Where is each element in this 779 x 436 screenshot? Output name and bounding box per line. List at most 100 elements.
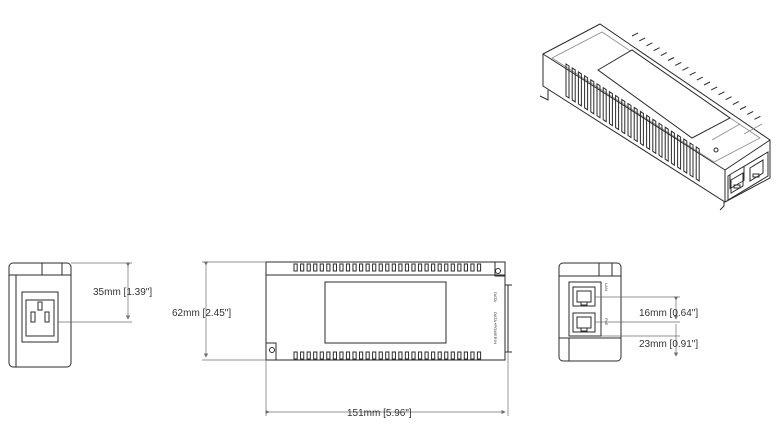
rj45-port-top (572, 286, 596, 307)
top-fins-top (293, 263, 482, 272)
vent-slot (450, 351, 455, 360)
iso-vent-fin (677, 134, 682, 171)
iso-top-vent (703, 81, 711, 86)
iso-vent-fin (695, 146, 700, 182)
rj45-port-bottom (572, 312, 596, 333)
vent-slot (470, 263, 475, 272)
iso-vent-fin (577, 70, 582, 107)
iso-top-vent (660, 52, 668, 57)
vent-slot (450, 263, 455, 272)
vent-slot (385, 351, 390, 360)
iso-fins-left (565, 63, 700, 182)
vent-slot (404, 351, 410, 360)
iso-vent-fin (627, 102, 632, 139)
label-data-power: DATA+POWER (493, 312, 498, 340)
vent-slot (345, 351, 351, 360)
vent-slot (431, 351, 436, 360)
vent-slot (352, 351, 357, 360)
vent-slot (378, 263, 383, 272)
vent-slot (424, 263, 429, 272)
iso-vent-fin (615, 94, 620, 131)
vent-slot (417, 263, 423, 272)
vent-slot (293, 351, 298, 360)
iso-vent-fin (633, 106, 638, 143)
vent-slot (359, 351, 364, 360)
iso-top-vent (631, 32, 639, 37)
iso-fins-top (631, 32, 761, 120)
vent-slot (365, 263, 370, 272)
iso-port-panel (727, 151, 769, 201)
iso-vent-fin (584, 74, 589, 111)
vent-slot (293, 263, 298, 272)
iso-top-vent (696, 76, 704, 81)
iso-top-vent (674, 61, 682, 66)
vent-slot (457, 263, 462, 272)
iso-vent-fin (596, 82, 601, 119)
iso-vent-fin (646, 114, 651, 151)
iso-vent-fin (590, 78, 595, 115)
iso-vent-fin (621, 98, 626, 135)
iso-vent-fin (602, 86, 607, 123)
vent-slot (345, 263, 351, 272)
vent-slot (319, 351, 324, 360)
iso-top-vent (732, 101, 740, 106)
iso-top-vent (638, 37, 646, 42)
iso-top-vent (710, 86, 718, 91)
iso-vent-fin (652, 118, 657, 155)
vent-slot (306, 351, 311, 360)
vent-slot (398, 263, 403, 272)
vent-slot (457, 351, 462, 360)
label-window (324, 281, 447, 344)
vent-slot (411, 351, 416, 360)
vent-slot (424, 351, 429, 360)
iso-vent-fin (608, 90, 613, 127)
iso-vent-fin (639, 110, 644, 147)
vent-slot (417, 351, 423, 360)
vent-slot (463, 351, 468, 360)
vent-slot (300, 263, 305, 272)
iso-vent-fin (571, 67, 576, 103)
vent-slot (332, 351, 337, 360)
top-fins-bottom (293, 351, 482, 360)
vent-slot (352, 263, 357, 272)
vent-slot (332, 263, 337, 272)
vent-slot (385, 263, 390, 272)
vent-slot (339, 263, 344, 272)
vent-slot (470, 351, 475, 360)
vent-slot (313, 263, 318, 272)
iso-top-vent (653, 47, 660, 52)
vent-slot (326, 351, 331, 360)
length-dimension-label: 151mm [5.96"] (347, 408, 412, 419)
vent-slot (444, 263, 449, 272)
vent-slot (437, 263, 442, 272)
vent-slot (365, 351, 370, 360)
left-end-view: 35mm [1.39"] (8, 262, 152, 368)
iso-top-vent (725, 96, 732, 101)
port-offset-dimension-label: 23mm [0.91"] (639, 339, 698, 350)
iso-vent-fin (664, 126, 669, 163)
vent-slot (411, 263, 416, 272)
iso-top-vent (718, 91, 725, 96)
power-inlet (21, 291, 59, 343)
label-in: IN (493, 340, 498, 344)
iso-vent-fin (689, 142, 694, 178)
right-end-view: LAN PoE 16mm [0.64"] 23mm [0.91"] (558, 262, 698, 362)
vent-slot (372, 351, 377, 360)
iso-top-vent (667, 57, 675, 61)
iso-top-vent (689, 71, 696, 76)
height-dimension-label: 35mm [1.39"] (93, 287, 152, 298)
iso-vent-fin (565, 63, 570, 99)
top-view: DATA DATA+POWER IN 62mm [2.45"] 151mm [5… (172, 261, 512, 419)
vent-slot (398, 351, 403, 360)
vent-slot (431, 263, 436, 272)
isometric-view (539, 23, 771, 211)
vent-slot (306, 263, 311, 272)
vent-slot (339, 351, 344, 360)
svg-text:LAN: LAN (604, 283, 609, 291)
vent-slot (326, 263, 331, 272)
iso-top-vent (754, 115, 761, 120)
port-pitch-dimension-label: 16mm [0.64"] (639, 308, 698, 319)
vent-slot (372, 263, 377, 272)
vent-slot (391, 263, 396, 272)
iso-top-vent (682, 66, 689, 71)
